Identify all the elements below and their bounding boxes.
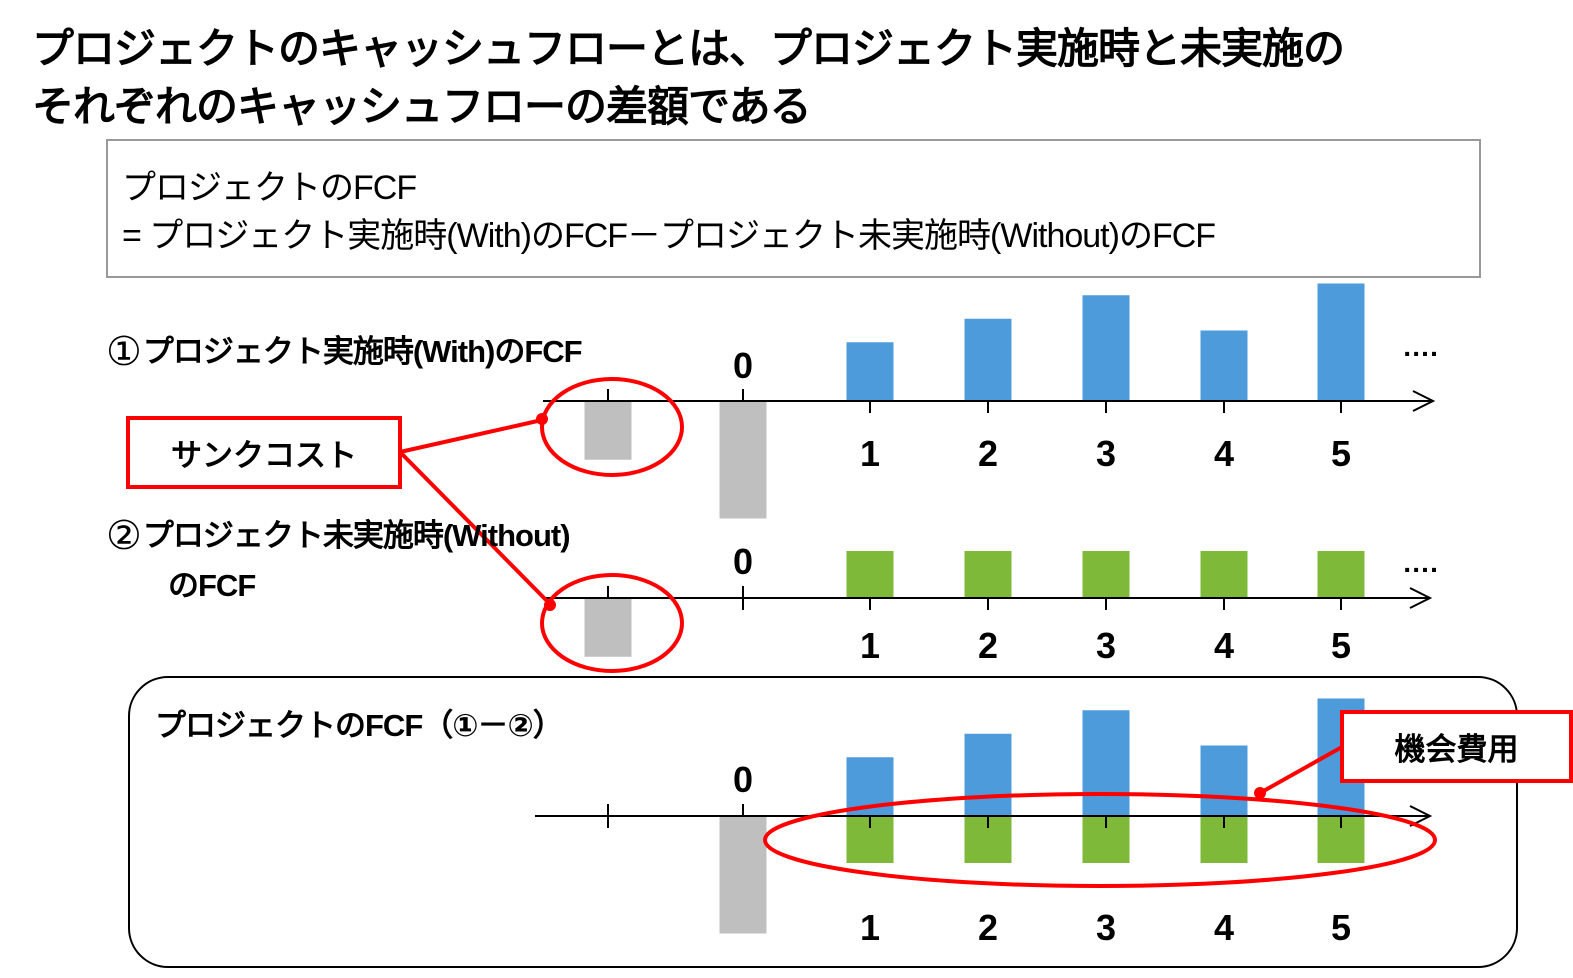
tick-label-1: 1 bbox=[860, 433, 880, 474]
tick-label-1: 1 bbox=[860, 625, 880, 666]
circled-number-2: ② bbox=[106, 514, 142, 558]
sunk-cost-callout: サンクコスト bbox=[126, 416, 402, 489]
tick-label-2: 2 bbox=[978, 907, 998, 948]
axis-arrow-icon bbox=[1409, 587, 1433, 609]
sunk-cost-leader-dot-2 bbox=[544, 599, 556, 611]
sunk-cost-leader-line-1 bbox=[399, 418, 543, 454]
section-label-with-text: プロジェクト実施時(With)のFCF bbox=[142, 334, 583, 369]
bar-without-period-2 bbox=[964, 551, 1012, 598]
tick-label-3: 3 bbox=[1096, 907, 1116, 948]
opportunity-cost-leader-dot bbox=[1254, 787, 1266, 799]
bar-with-period-1 bbox=[846, 342, 894, 401]
tick-label-0: 0 bbox=[733, 345, 753, 386]
formula-line-1: プロジェクトのFCF bbox=[122, 169, 417, 207]
section-label-result: プロジェクトのFCF（①－②） bbox=[155, 708, 564, 743]
bar-with-period-4 bbox=[1200, 330, 1248, 401]
tick-label-2: 2 bbox=[978, 625, 998, 666]
bar-with-period-2 bbox=[964, 733, 1012, 816]
tick-label-5: 5 bbox=[1331, 907, 1351, 948]
tick-label-5: 5 bbox=[1331, 433, 1351, 474]
circled-number-1: ① bbox=[106, 330, 142, 374]
sunk-cost-leader-dot-1 bbox=[536, 413, 548, 425]
section-label-without: ②プロジェクト未実施時(Without) bbox=[106, 510, 571, 559]
sunk-cost-leader-line-2 bbox=[398, 450, 552, 606]
bar-without-period-5 bbox=[1317, 551, 1365, 598]
result-panel bbox=[128, 676, 1518, 968]
bar-cost-period--1 bbox=[584, 401, 632, 460]
tick-label-2: 2 bbox=[978, 433, 998, 474]
page-title-line-1: プロジェクトのキャッシュフローとは、プロジェクト実施時と未実施の bbox=[32, 24, 1345, 73]
bar-without-period-1 bbox=[846, 551, 894, 598]
tick-label-5: 5 bbox=[1331, 625, 1351, 666]
bar-without-period-3 bbox=[1082, 551, 1130, 598]
opportunity-cost-callout: 機会費用 bbox=[1340, 710, 1573, 783]
tick-label-1: 1 bbox=[860, 907, 880, 948]
bar-with-period-3 bbox=[1082, 295, 1130, 401]
tick-label-0: 0 bbox=[733, 759, 753, 800]
annotations-group bbox=[398, 377, 1437, 888]
bar-cost-period--1 bbox=[584, 598, 632, 657]
tick-label-3: 3 bbox=[1096, 433, 1116, 474]
axis-arrow-icon bbox=[1412, 390, 1436, 412]
bar-with-period-2 bbox=[964, 318, 1012, 401]
formula-line-2: = プロジェクト実施時(With)のFCF－プロジェクト未実施時(Without… bbox=[122, 217, 1216, 255]
page-title-line-2: それぞれのキャッシュフローの差額である bbox=[32, 82, 812, 131]
bar-cost-period-0 bbox=[719, 401, 767, 519]
formula-box: プロジェクトのFCF = プロジェクト実施時(With)のFCF－プロジェクト未… bbox=[106, 139, 1481, 278]
section-label-without-line-2: のFCF bbox=[168, 568, 256, 603]
section-label-with: ①プロジェクト実施時(With)のFCF bbox=[106, 326, 583, 375]
tick-label-4: 4 bbox=[1214, 625, 1234, 666]
sunk-cost-ellipse-with bbox=[540, 377, 684, 477]
bar-with-period-3 bbox=[1082, 710, 1130, 816]
charts-group: 0 1 2 3 4 5 …. 0 1 2 3 4 5 …. 0 1 2 3 4 5 bbox=[535, 283, 1438, 948]
continuation-ellipsis: …. bbox=[1402, 331, 1438, 362]
tick-label-4: 4 bbox=[1214, 433, 1234, 474]
tick-label-3: 3 bbox=[1096, 625, 1116, 666]
tick-label-4: 4 bbox=[1214, 907, 1234, 948]
sunk-cost-ellipse-without bbox=[540, 573, 684, 673]
bar-with-period-5 bbox=[1317, 283, 1365, 401]
bar-with-period-4 bbox=[1200, 745, 1248, 816]
chart-2: 0 1 2 3 4 5 …. bbox=[543, 541, 1438, 666]
chart-1: 0 1 2 3 4 5 …. bbox=[543, 283, 1438, 519]
opportunity-cost-ellipse bbox=[763, 792, 1437, 888]
tick-label-0: 0 bbox=[733, 541, 753, 582]
chart-3: 0 1 2 3 4 5 bbox=[535, 698, 1433, 948]
continuation-ellipsis: …. bbox=[1402, 547, 1438, 578]
axis-arrow-icon bbox=[1409, 805, 1433, 827]
bar-without-period-4 bbox=[1200, 551, 1248, 598]
bar-cost-period-0 bbox=[719, 816, 767, 934]
opportunity-cost-leader-line bbox=[1259, 745, 1343, 795]
section-label-without-text-1: プロジェクト未実施時(Without) bbox=[142, 518, 571, 553]
